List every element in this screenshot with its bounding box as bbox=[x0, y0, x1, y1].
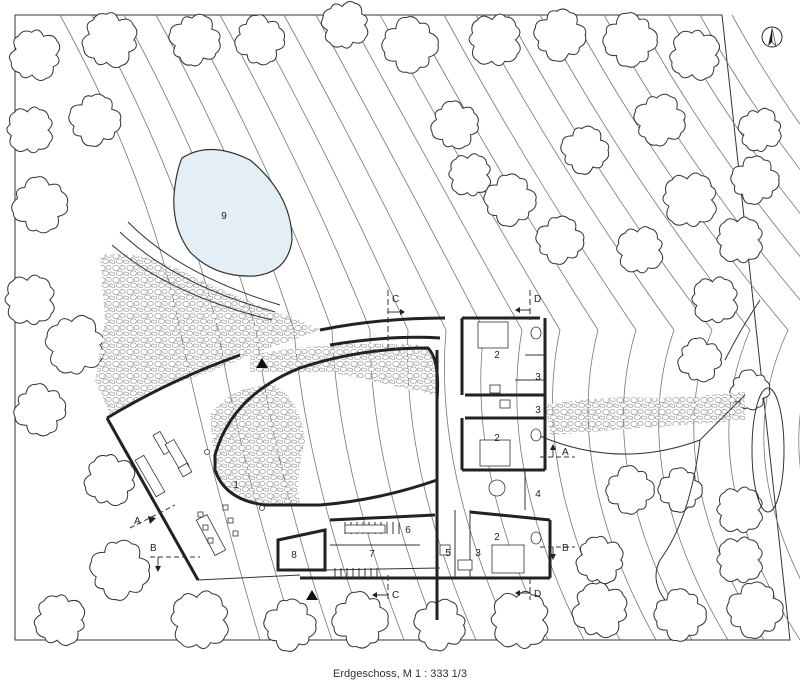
svg-text:D: D bbox=[534, 294, 541, 305]
garden-paths bbox=[539, 299, 785, 601]
room-label-storage: 8 bbox=[291, 550, 297, 561]
room-label-4: 4 bbox=[535, 489, 541, 500]
section-mark-a-right: A bbox=[540, 444, 575, 458]
section-mark-d-top: D bbox=[515, 290, 541, 320]
room-labels: 1 2 3 3 2 4 2 3 5 6 7 8 bbox=[233, 350, 541, 561]
room-label-5: 5 bbox=[445, 548, 451, 559]
room-label-pond: 9 bbox=[221, 211, 227, 222]
plan-caption: Erdgeschoss, M 1 : 333 1/3 bbox=[333, 668, 467, 680]
svg-text:B: B bbox=[150, 543, 157, 554]
svg-text:C: C bbox=[392, 590, 399, 601]
garden-walls bbox=[111, 221, 281, 321]
room-label-kitchen: 7 bbox=[369, 549, 375, 560]
svg-text:B: B bbox=[562, 543, 569, 554]
north-arrow-icon bbox=[761, 26, 783, 48]
svg-text:A: A bbox=[562, 447, 569, 458]
section-mark-b-right: B bbox=[540, 543, 575, 560]
svg-text:D: D bbox=[534, 589, 541, 600]
room-label-bath-mid: 3 bbox=[535, 405, 541, 416]
room-label-bedroom-top: 2 bbox=[494, 350, 500, 361]
pond: 9 bbox=[173, 148, 293, 277]
property-boundary bbox=[14, 14, 791, 641]
section-mark-b-left: B bbox=[150, 543, 200, 572]
room-label-bath-top: 3 bbox=[535, 372, 541, 383]
furniture bbox=[134, 321, 542, 574]
room-label-living: 1 bbox=[233, 480, 239, 491]
section-marks: A B C C D D bbox=[129, 290, 575, 601]
building bbox=[105, 316, 552, 620]
svg-text:C: C bbox=[392, 294, 399, 305]
room-label-bedroom-bottom: 2 bbox=[494, 532, 500, 543]
section-mark-d-bottom: D bbox=[515, 578, 541, 600]
room-label-6: 6 bbox=[405, 525, 411, 536]
section-mark-a-left: A bbox=[129, 504, 176, 529]
room-label-bath-bottom: 3 bbox=[475, 548, 481, 559]
room-label-bedroom-mid: 2 bbox=[494, 433, 500, 444]
entrance-triangle-icon bbox=[256, 358, 318, 600]
section-mark-c-top: C bbox=[387, 290, 405, 350]
svg-text:A: A bbox=[134, 516, 141, 527]
section-mark-c-bottom: C bbox=[372, 575, 399, 601]
